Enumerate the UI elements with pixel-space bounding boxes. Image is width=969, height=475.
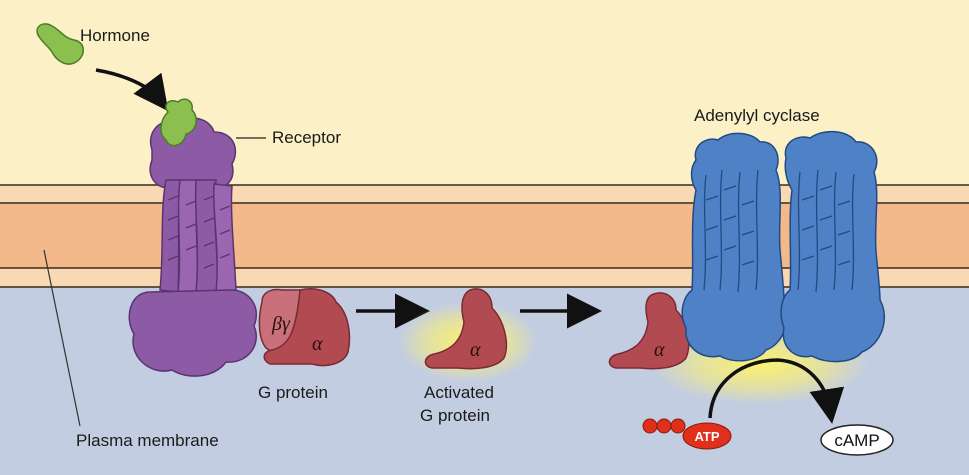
beta-gamma-subunit-label: βγ bbox=[271, 313, 291, 335]
activated-alpha-label: α bbox=[470, 339, 481, 361]
atp-label: ATP bbox=[694, 429, 719, 444]
camp-label: cAMP bbox=[834, 431, 879, 450]
receptor-label: Receptor bbox=[272, 128, 341, 147]
g-protein-label: G protein bbox=[258, 383, 328, 402]
g-protein-inactive: βγ α bbox=[259, 289, 349, 366]
hormone-label: Hormone bbox=[80, 26, 150, 45]
camp-molecule: cAMP bbox=[821, 425, 893, 455]
activated-label-line1: Activated bbox=[424, 383, 494, 402]
bound-alpha-label: α bbox=[654, 339, 665, 361]
alpha-subunit-label: α bbox=[312, 333, 323, 355]
plasma-membrane-label: Plasma membrane bbox=[76, 431, 219, 450]
adenylyl-cyclase-label: Adenylyl cyclase bbox=[694, 106, 820, 125]
activated-label-line2: G protein bbox=[420, 406, 490, 425]
